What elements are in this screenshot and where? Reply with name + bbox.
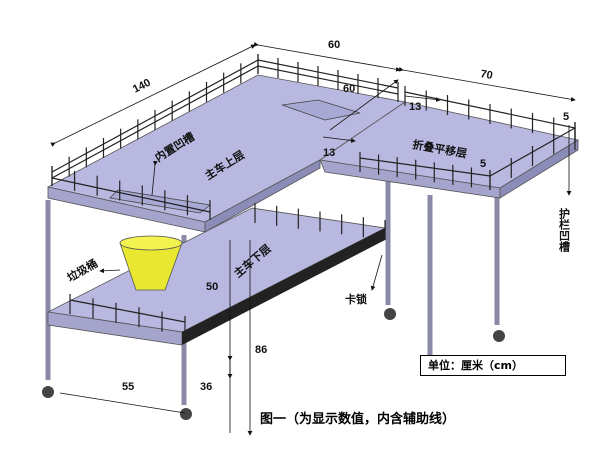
label-rail-groove: 护栏凹槽 bbox=[558, 207, 571, 253]
dim-86: 86 bbox=[255, 344, 267, 356]
dim-50: 50 bbox=[206, 281, 218, 293]
label-lock: 卡锁 bbox=[345, 292, 367, 306]
dim-13-fold: 13 bbox=[409, 101, 421, 113]
dim-5-right: 5 bbox=[563, 111, 569, 123]
dim-55: 55 bbox=[122, 381, 134, 393]
label-trash-bin: 垃圾桶 bbox=[65, 256, 101, 285]
dim-13-main: 13 bbox=[323, 147, 335, 159]
dim-60-inner: 60 bbox=[343, 83, 355, 95]
dim-60-top: 60 bbox=[328, 39, 340, 51]
figure-caption: 图一（为显示数值，内含辅助线） bbox=[260, 412, 456, 427]
lower-deck bbox=[46, 207, 387, 346]
unit-legend: 单位：厘米（cm） bbox=[420, 355, 566, 376]
trash-bin bbox=[119, 235, 183, 291]
dimension-lines bbox=[50, 41, 576, 436]
fold-deck bbox=[318, 101, 580, 199]
dim-70: 70 bbox=[479, 68, 493, 82]
dimension-values: 140 60 60 70 13 13 5 5 50 86 36 55 bbox=[122, 39, 569, 393]
dim-140: 140 bbox=[131, 77, 153, 96]
dim-36: 36 bbox=[200, 381, 212, 393]
dim-5-front: 5 bbox=[480, 158, 486, 170]
